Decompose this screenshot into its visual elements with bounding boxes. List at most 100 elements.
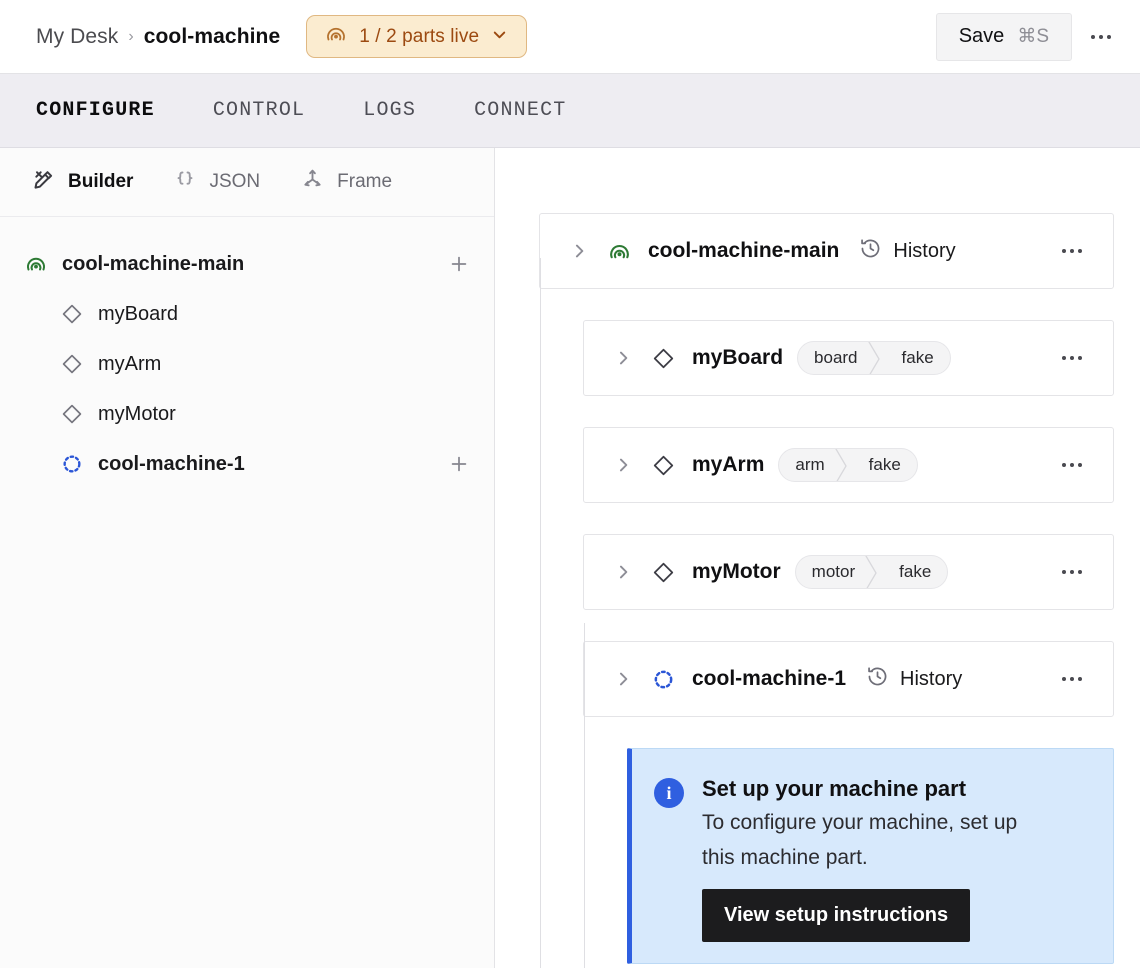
tree-item-mymotor[interactable]: myMotor (0, 389, 494, 439)
history-label: History (900, 667, 963, 690)
pill-model-label: fake (899, 562, 932, 581)
add-part-icon[interactable] (446, 251, 472, 277)
tab-connect[interactable]: CONNECT (474, 99, 567, 122)
card-more-menu-icon[interactable] (1051, 444, 1093, 486)
view-setup-instructions-button[interactable]: View setup instructions (702, 889, 971, 943)
parts-live-badge[interactable]: 1 / 2 parts live (306, 15, 528, 58)
tree-item-cool-machine-main[interactable]: cool-machine-main (0, 239, 494, 289)
braces-icon (173, 168, 197, 197)
type-model-pill: board fake (797, 341, 951, 375)
remote-machine-icon (58, 453, 86, 475)
card-myarm[interactable]: myArm arm fake (583, 427, 1114, 503)
subtab-json-label: JSON (209, 171, 261, 192)
tools-icon (32, 168, 56, 197)
remote-machine-icon (648, 668, 678, 691)
card-title: myBoard (692, 346, 784, 369)
subtab-builder-label: Builder (68, 171, 134, 192)
chevron-right-icon[interactable] (610, 455, 636, 475)
subtab-builder[interactable]: Builder (32, 168, 133, 197)
save-shortcut-label: ⌘S (1017, 26, 1049, 47)
pill-chevron-divider-icon (867, 342, 882, 374)
tree-item-myboard[interactable]: myBoard (0, 289, 494, 339)
card-more-menu-icon[interactable] (1051, 337, 1093, 379)
history-button[interactable]: History (859, 237, 956, 265)
cards-container: cool-machine-main History (495, 148, 1140, 968)
diamond-icon (58, 302, 86, 326)
tree-item-label: myArm (98, 352, 162, 375)
machine-live-icon (324, 22, 348, 51)
tree-item-label: cool-machine-main (62, 252, 245, 275)
card-title: cool-machine-1 (692, 667, 847, 690)
chevron-right-icon[interactable] (610, 348, 636, 368)
header-more-menu-icon[interactable] (1080, 16, 1122, 58)
pill-model-label: fake (868, 455, 901, 474)
tree-item-myarm[interactable]: myArm (0, 339, 494, 389)
card-more-menu-icon[interactable] (1051, 230, 1093, 272)
tab-logs[interactable]: LOGS (363, 99, 417, 122)
type-model-pill: motor fake (794, 555, 949, 589)
setup-callout: i Set up your machine part To configure … (627, 748, 1114, 964)
chevron-right-icon[interactable] (610, 669, 636, 689)
machine-icon (604, 239, 634, 264)
sidebar: Builder JSON (0, 148, 495, 968)
save-button-label: Save (958, 25, 1005, 47)
sidebar-subtabs: Builder JSON (0, 148, 494, 217)
tree-connector-line (540, 258, 541, 968)
card-more-menu-icon[interactable] (1051, 551, 1093, 593)
tree-connector-line-nested (584, 623, 585, 968)
card-title: cool-machine-main (648, 239, 840, 262)
diamond-icon (648, 560, 678, 585)
card-myboard[interactable]: myBoard board fake (583, 320, 1114, 396)
history-clock-icon (866, 665, 889, 693)
card-cool-machine-main[interactable]: cool-machine-main History (539, 213, 1114, 289)
page-body: Builder JSON (0, 148, 1140, 968)
header-actions: Save ⌘S (935, 12, 1122, 61)
diamond-icon (648, 453, 678, 478)
info-icon: i (654, 775, 688, 939)
add-part-icon[interactable] (446, 451, 472, 477)
type-model-pill: arm fake (778, 448, 918, 482)
subtab-frame-label: Frame (337, 171, 393, 192)
chevron-right-icon[interactable] (610, 562, 636, 582)
pill-model-label: fake (901, 348, 934, 367)
machine-icon (22, 252, 50, 276)
save-button[interactable]: Save ⌘S (935, 12, 1072, 61)
subtab-frame[interactable]: Frame (300, 167, 392, 197)
card-title: myMotor (692, 560, 781, 583)
app-header: My Desk › cool-machine 1 / 2 parts live … (0, 0, 1140, 74)
main-tabbar: CONFIGURE CONTROL LOGS CONNECT (0, 74, 1140, 148)
tab-configure[interactable]: CONFIGURE (36, 99, 155, 122)
history-label: History (893, 239, 956, 262)
callout-body: Set up your machine part To configure yo… (702, 775, 1032, 943)
pill-chevron-divider-icon (835, 449, 849, 481)
breadcrumb-current: cool-machine (143, 24, 281, 48)
callout-text: To configure your machine, set up this m… (702, 810, 1018, 869)
history-clock-icon (859, 237, 882, 265)
tab-control[interactable]: CONTROL (212, 99, 306, 122)
diamond-icon (58, 352, 86, 376)
diamond-icon (58, 402, 86, 426)
frame-axes-icon (300, 167, 325, 197)
tree-item-cool-machine-1[interactable]: cool-machine-1 (0, 439, 494, 489)
chevron-right-icon[interactable] (566, 241, 592, 261)
parts-live-label: 1 / 2 parts live (359, 25, 480, 47)
breadcrumb: My Desk › cool-machine (36, 25, 280, 49)
breadcrumb-separator-icon: › (128, 27, 134, 45)
subtab-json[interactable]: JSON (173, 168, 260, 197)
pill-type-label: motor (811, 562, 856, 581)
history-button[interactable]: History (866, 665, 962, 693)
card-cool-machine-1[interactable]: cool-machine-1 History (583, 641, 1114, 717)
pill-chevron-divider-icon (865, 556, 879, 588)
card-more-menu-icon[interactable] (1051, 658, 1093, 700)
callout-title: Set up your machine part (702, 776, 967, 801)
tree-item-label: myBoard (98, 302, 179, 325)
main-panel: cool-machine-main History (495, 148, 1140, 968)
card-title: myArm (692, 453, 765, 476)
tree-item-label: cool-machine-1 (98, 452, 245, 475)
breadcrumb-root-link[interactable]: My Desk (36, 24, 119, 48)
pill-type-label: board (814, 348, 858, 367)
info-icon-glyph: i (654, 778, 684, 808)
card-mymotor[interactable]: myMotor motor fake (583, 534, 1114, 610)
chevron-down-icon (490, 25, 509, 49)
pill-type-label: arm (795, 455, 825, 474)
